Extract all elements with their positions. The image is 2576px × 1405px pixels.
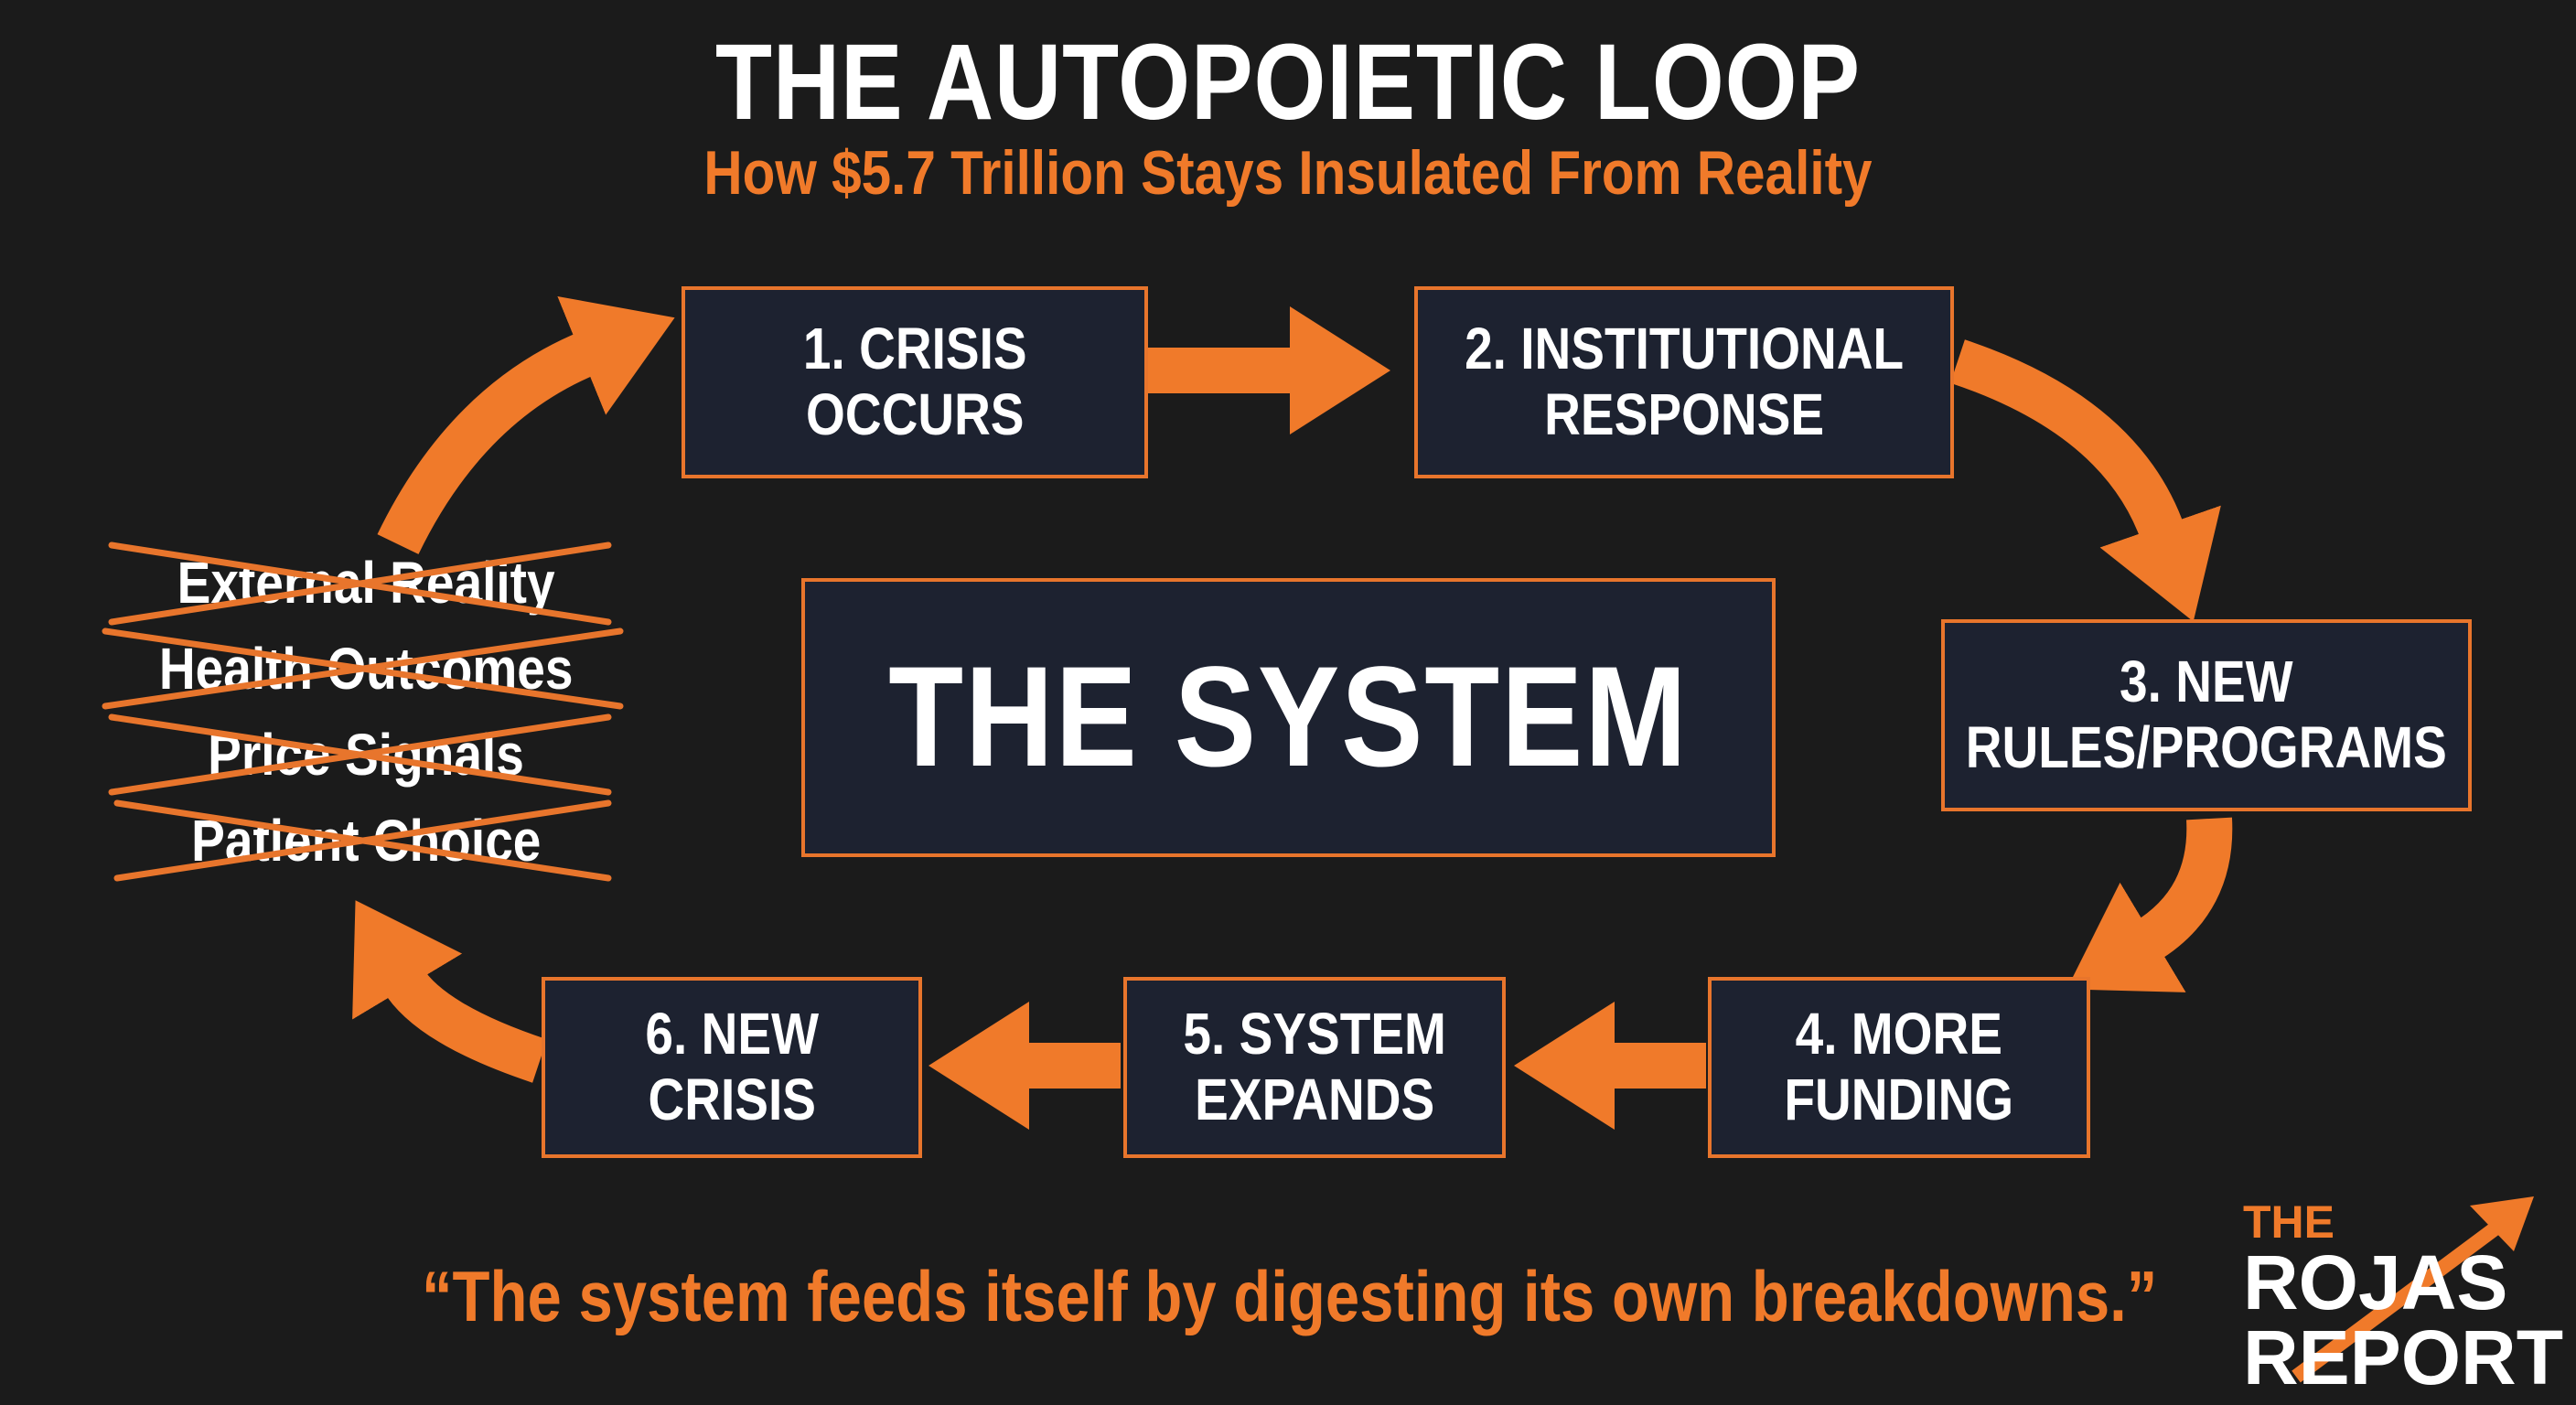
step-2-line2: RESPONSE xyxy=(1544,381,1824,447)
strike-line xyxy=(113,799,612,882)
step-5-line2: EXPANDS xyxy=(1194,1067,1435,1132)
step-5-line1: 5. SYSTEM xyxy=(1183,1001,1446,1067)
step-6-line1: 6. NEW xyxy=(645,1001,819,1067)
brand-name-1: ROJAS xyxy=(2243,1239,2508,1325)
step-4-line2: FUNDING xyxy=(1784,1067,2014,1132)
strike-line xyxy=(102,627,624,710)
brand-logo: THE ROJAS REPORT xyxy=(2243,1196,2564,1401)
arrow-3-to-4 xyxy=(2066,817,2233,992)
center-system-box: THE SYSTEM xyxy=(801,578,1776,857)
page-subtitle: How $5.7 Trillion Stays Insulated From R… xyxy=(703,138,1873,208)
step-1-line1: 1. CRISIS xyxy=(802,316,1027,382)
step-4-line1: 4. MORE xyxy=(1795,1001,2003,1067)
step-3-line2: RULES/PROGRAMS xyxy=(1966,714,2447,780)
step-1-line2: OCCURS xyxy=(805,381,1025,447)
arrow-2-to-3 xyxy=(1950,339,2221,622)
arrow-6-to-excluded xyxy=(352,900,547,1083)
page-title: THE AUTOPOIETIC LOOP xyxy=(715,22,1861,143)
step-3-line1: 3. NEW xyxy=(2120,649,2293,715)
arrow-excluded-to-1 xyxy=(377,295,675,554)
center-system-label: THE SYSTEM xyxy=(888,638,1689,798)
brand-the: THE xyxy=(2243,1196,2334,1248)
brand-name-2: REPORT xyxy=(2243,1314,2564,1401)
closing-quote: “The system feeds itself by digesting it… xyxy=(422,1256,2158,1336)
step-6-line2: CRISIS xyxy=(648,1067,816,1132)
strike-line xyxy=(108,542,612,626)
step-2-line1: 2. INSTITUTIONAL xyxy=(1464,316,1905,382)
strike-line xyxy=(108,713,612,796)
